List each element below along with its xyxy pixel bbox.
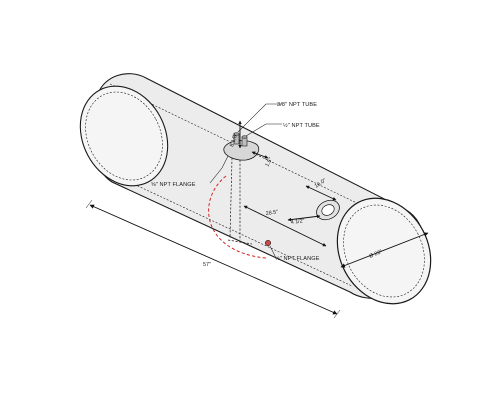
label-1-2-npt-tube: ½" NPT TUBE [283,122,320,129]
dim-16: 16.0" [314,178,328,190]
dim-8-1-8: 8 1/8" [229,132,239,147]
pickup-swing-arc [208,175,267,259]
label-5-8-npt-flange: ⅝" NPT FLANGE [151,182,196,188]
left-end-cap [79,85,169,187]
label-1-2-npt-flange: ½" NPT FLANGE [275,255,320,262]
dim-28-5: 28.5" [265,209,278,217]
dim-overall-length: 57" [203,262,211,268]
dim-1-5: 1.5" [264,157,274,168]
dim-4-1-2: 4 1/2" [290,218,305,226]
label-3-8-npt-tube: 3/8" NPT TUBE [277,102,317,108]
dim-diameter: Ø 23" [368,249,383,260]
dimension-lines [85,120,429,319]
bottom-flange-fitting [264,239,272,247]
